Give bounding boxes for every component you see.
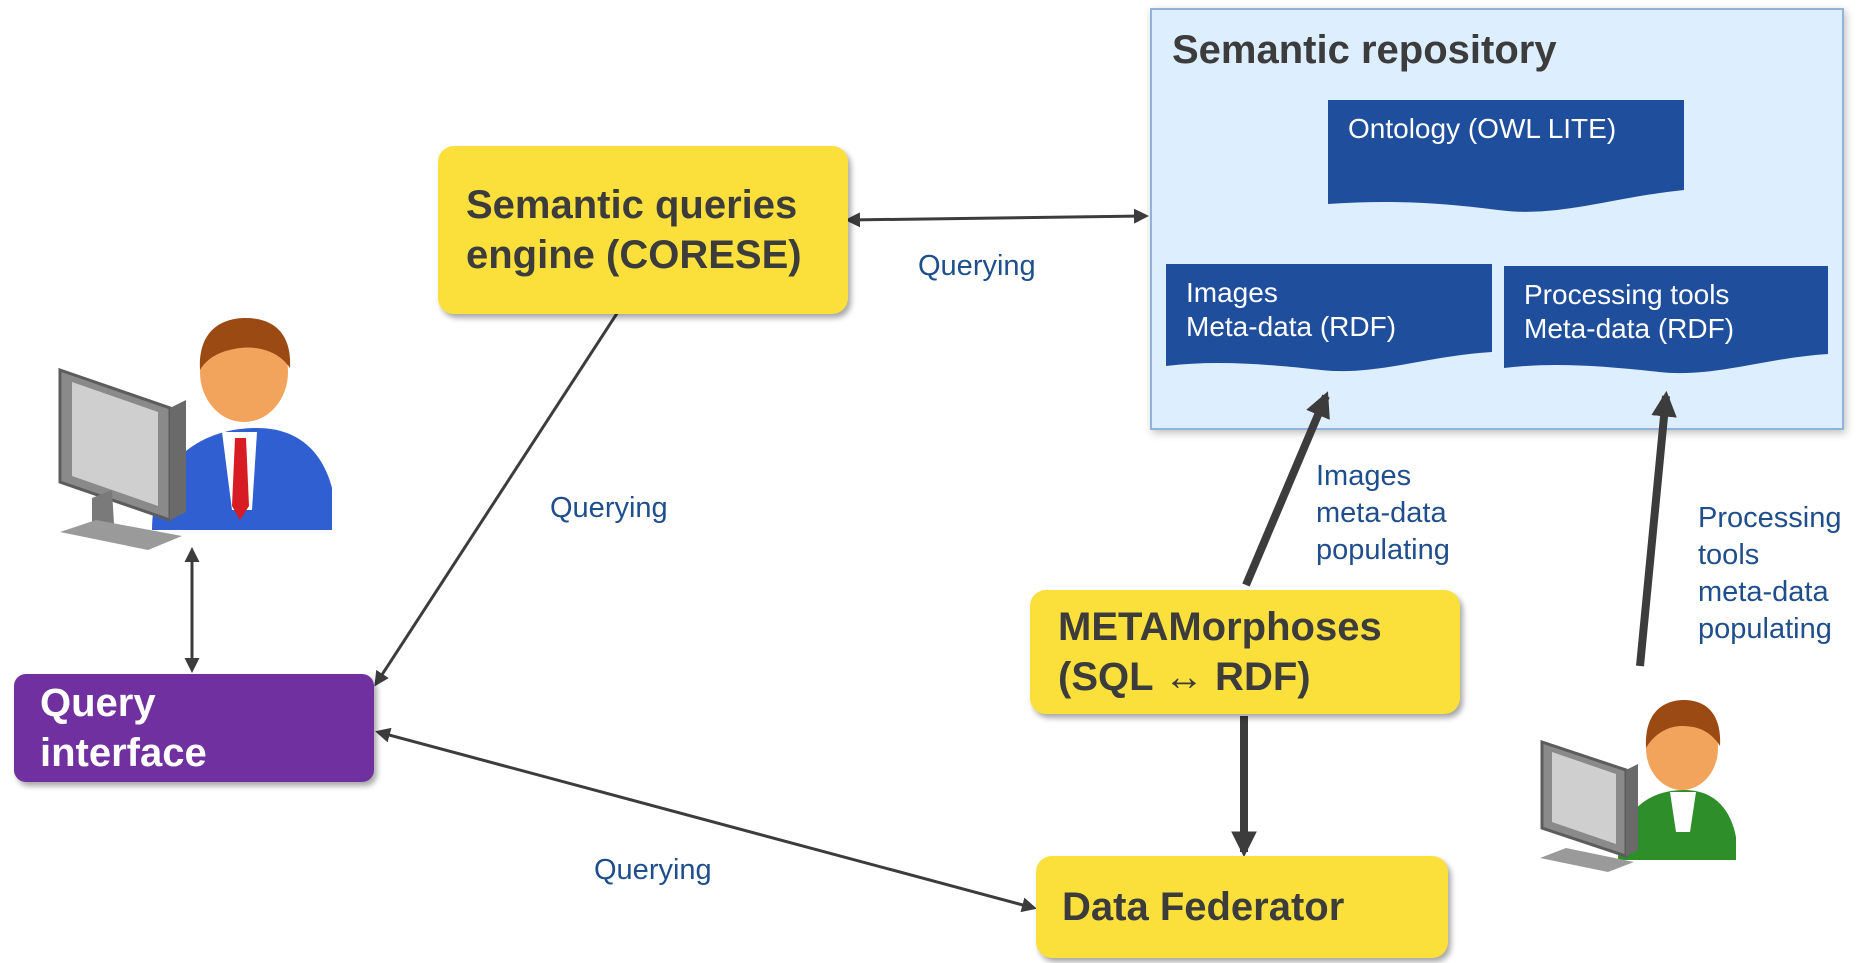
engine-interface-arrow [374, 275, 642, 687]
repository-title: Semantic repository [1172, 28, 1557, 72]
document-shape [1504, 266, 1828, 374]
document-shape [1328, 100, 1684, 212]
metamorphoses-label: METAMorphoses (SQL ↔ RDF) [1058, 605, 1382, 699]
querying-label-engine-repository: Querying [918, 250, 1036, 282]
query-interface-label: Query interface [40, 681, 207, 775]
tools-metadata-label: Processing tools Meta-data (RDF) [1524, 279, 1735, 344]
metamorphoses-node: METAMorphoses (SQL ↔ RDF) [1030, 590, 1460, 714]
images-populating-arrow [1242, 391, 1330, 587]
images-metadata-populating-label: Images meta-data populating [1316, 460, 1450, 566]
data-federator-label: Data Federator [1062, 885, 1345, 929]
semantic-queries-engine-node: Semantic queries engine (CORESE) [438, 146, 848, 314]
images-metadata-label: Images Meta-data (RDF) [1186, 277, 1397, 342]
ontology-label: Ontology (OWL LITE) [1348, 113, 1617, 144]
querying-label-interface-federator: Querying [594, 854, 712, 886]
engine-repository-arrow [845, 208, 1149, 228]
query-interface-node: Query interface [14, 674, 374, 782]
user-at-computer-icon [58, 318, 332, 550]
data-federator-node: Data Federator [1036, 856, 1448, 958]
interface-federator-arrow [375, 727, 1037, 913]
document-shape [1166, 264, 1492, 372]
semantic-queries-engine-label: Semantic queries engine (CORESE) [466, 183, 802, 277]
tools-metadata-populating-label: Processing tools meta-data populating [1698, 502, 1842, 645]
images-metadata-document: Images Meta-data (RDF) [1166, 264, 1492, 376]
tools-populating-arrow [1636, 390, 1677, 667]
tools-metadata-document: Processing tools Meta-data (RDF) [1504, 266, 1828, 378]
user-at-computer-icon [1540, 700, 1736, 872]
ontology-document: Ontology (OWL LITE) [1328, 100, 1684, 218]
querying-label-engine-interface: Querying [550, 492, 668, 524]
